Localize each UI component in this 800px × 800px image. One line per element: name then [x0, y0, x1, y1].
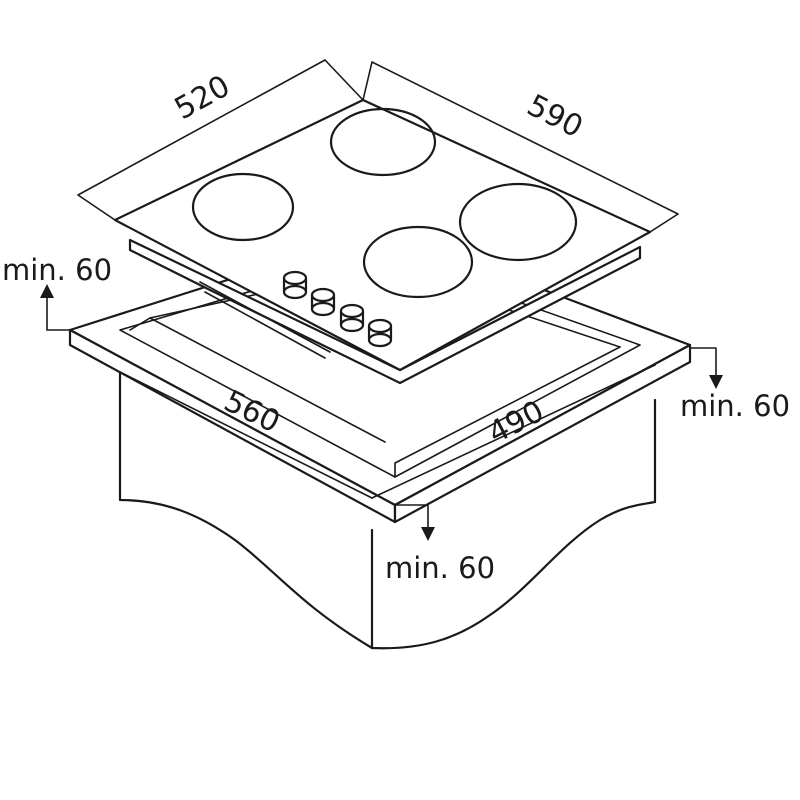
- burner-rear-right: [329, 107, 437, 177]
- dim-line-cutout-depth: [371, 364, 656, 499]
- dim-line-hob-depth: [77, 59, 364, 221]
- clearance-label-left: min. 60: [2, 253, 112, 287]
- dim-line-hob-width: [362, 61, 679, 233]
- hob-control-strip: [199, 281, 331, 359]
- knob-1: [282, 270, 308, 300]
- dim-label-hob-depth: 520: [169, 69, 236, 127]
- knob-2: [310, 287, 336, 317]
- dim-line-cutout-width: [119, 371, 373, 499]
- dim-label-hob-width: 590: [521, 88, 588, 145]
- knob-3: [339, 303, 365, 333]
- cutout-inner-right: [394, 346, 621, 478]
- clearance-arrow-left: [40, 284, 71, 331]
- hob-body: [128, 238, 642, 385]
- clearance-label-right: min. 60: [680, 389, 790, 423]
- burner-front-right: [458, 182, 578, 262]
- worktop-right-edge: [393, 343, 692, 524]
- knob-4: [367, 318, 393, 348]
- burner-front-left: [362, 225, 474, 299]
- clearance-arrow-front: [394, 504, 435, 541]
- clearance-label-front: min. 60: [385, 551, 495, 585]
- burner-rear-left: [191, 172, 295, 242]
- cabinet-body: [118, 370, 657, 650]
- clearance-arrow-right: [689, 347, 723, 389]
